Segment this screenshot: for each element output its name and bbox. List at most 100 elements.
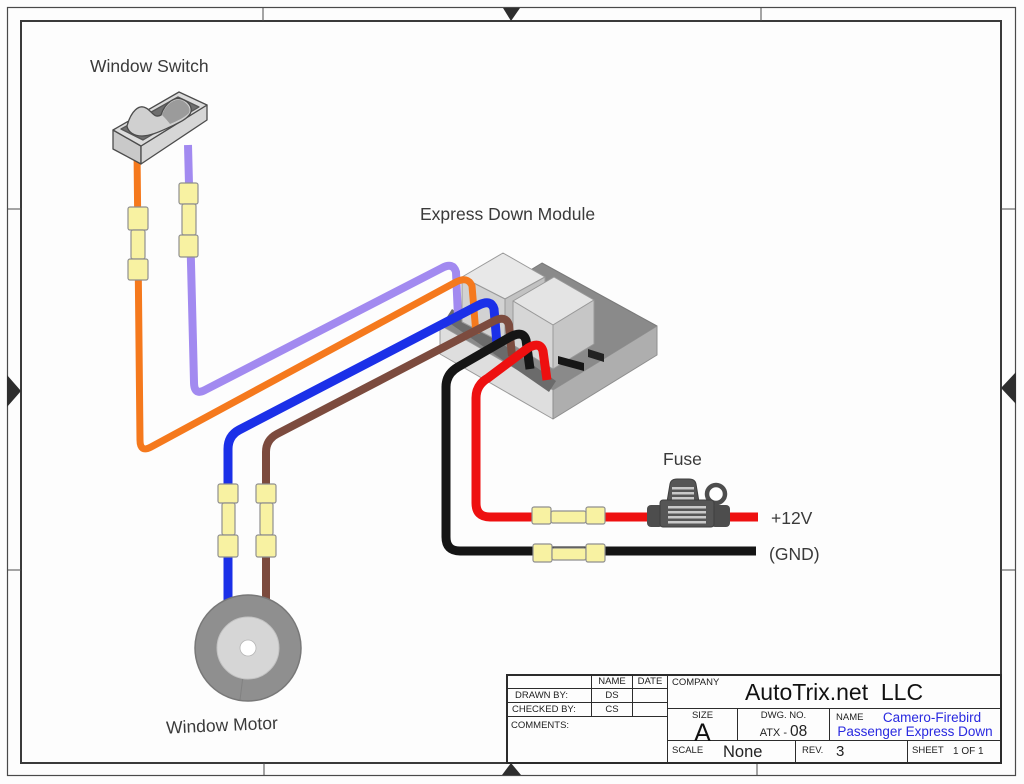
fuse-cap-right [711, 505, 730, 527]
size-value: A [694, 719, 711, 747]
date-column-header: DATE [633, 676, 668, 689]
fuse-label: Fuse [663, 449, 702, 469]
fuse-rib [668, 516, 706, 519]
fuse-rib [672, 492, 694, 495]
frame-center-marks [7, 8, 1016, 775]
fuse-rib [672, 497, 694, 500]
company-name: AutoTrix.net LLC [744, 679, 924, 705]
fuse-ribs [668, 487, 706, 524]
dwg-no-value: ATX - 08 [738, 723, 829, 741]
size-label: SIZE [691, 710, 714, 721]
switch-rocker-shade [162, 99, 190, 124]
checked-by-date [633, 703, 668, 717]
connector-segment [551, 547, 587, 561]
drawn-by-label: DRAWN BY: [508, 689, 592, 703]
fuse-holder-illustration [647, 478, 730, 528]
fuse-body-top [666, 478, 700, 503]
wire-red-power [471, 340, 758, 522]
relay-right-side [552, 299, 595, 370]
right-center-mark [1001, 372, 1016, 404]
company-label: COMPANY [672, 677, 720, 688]
connector-black-wire [532, 543, 606, 563]
checked-by-name: CS [592, 703, 633, 717]
scale-cell: SCALE None [668, 741, 796, 762]
connector-segment [178, 234, 199, 258]
plus-12v-label: +12V [771, 508, 813, 528]
fuse-cap-left [647, 505, 663, 527]
scale-value: None [723, 743, 763, 761]
relay-terminal-tab [558, 356, 584, 371]
drawn-by-date [633, 689, 668, 703]
connector-segment [217, 483, 239, 504]
drawn-by-name: DS [592, 689, 633, 703]
name-label: NAME [836, 712, 864, 723]
gnd-label: (GND) [769, 544, 820, 564]
left-center-mark [7, 375, 21, 407]
express-down-module-label: Express Down Module [420, 204, 595, 224]
connector-segment [221, 502, 236, 536]
rev-cell: REV. 3 [796, 741, 908, 762]
sheet-cell: SHEET 1 OF 1 [908, 741, 1000, 762]
motor-shaft-hole [239, 639, 257, 657]
relay-terminal-tab [588, 349, 604, 362]
size-cell: SIZE A [668, 709, 738, 747]
fuse-rib [668, 521, 706, 524]
connector-segment [127, 206, 149, 231]
connector-segment [181, 203, 197, 236]
module-base-right-face [552, 325, 658, 420]
approvals-corner-cell [508, 676, 592, 689]
wire-orange [133, 149, 480, 453]
relay-right [512, 276, 595, 370]
fuse-rib [668, 506, 706, 509]
connector-red-wire [531, 506, 606, 525]
splice-connectors [127, 182, 606, 563]
window-switch-illustration [112, 91, 208, 165]
company-cell: COMPANY AutoTrix.net LLC [668, 676, 1000, 709]
connector-segment [217, 534, 239, 558]
sheet-value: 1 OF 1 [953, 746, 984, 757]
fuse-loop [704, 482, 728, 506]
connector-orange-wire [127, 206, 149, 281]
dwg-number: 08 [790, 723, 808, 740]
connector-brown-wire [255, 483, 277, 558]
connector-segment [178, 182, 199, 205]
title-block: NAME DATE DRAWN BY: DS CHECKED BY: CS CO… [506, 674, 1002, 764]
window-motor-label: Window Motor [166, 713, 279, 738]
connector-segment [532, 543, 553, 563]
wire-brown [262, 314, 516, 603]
drawing-name-line1: Camero-Firebird [882, 710, 982, 725]
connector-segment [585, 543, 606, 563]
dwg-prefix: ATX - [759, 727, 787, 739]
dwg-no-label: DWG. NO. [760, 710, 807, 721]
wire-black-ground [441, 329, 756, 556]
checked-by-label: CHECKED BY: [508, 703, 592, 717]
window-switch-label: Window Switch [90, 56, 209, 76]
connector-segment [255, 534, 277, 558]
connector-blue-wire [217, 483, 239, 558]
wire-blue [223, 298, 502, 603]
connector-purple-wire [178, 182, 199, 258]
scale-label: SCALE [672, 745, 704, 756]
connector-segment [585, 506, 606, 525]
connector-segment [259, 502, 274, 536]
fuse-rib [672, 487, 694, 490]
wires [133, 144, 758, 603]
sheet-label: SHEET [912, 745, 944, 756]
wire-purple [184, 144, 462, 396]
bottom-center-mark [502, 763, 521, 775]
connector-segment [127, 258, 149, 281]
connector-segment [550, 510, 587, 524]
drawing-name-line2: Passenger Express Down [837, 724, 993, 739]
rev-value: 3 [836, 743, 845, 760]
window-motor-illustration [194, 594, 302, 702]
name-cell: NAME Camero-Firebird Passenger Express D… [830, 709, 1000, 741]
name-column-header: NAME [592, 676, 633, 689]
dwg-no-cell: DWG. NO. ATX - 08 [738, 709, 830, 741]
top-center-mark [503, 8, 520, 21]
comments-cell: COMMENTS: [508, 717, 668, 762]
connector-segment [255, 483, 277, 504]
connector-segment [130, 229, 146, 260]
connector-segment [531, 506, 552, 525]
